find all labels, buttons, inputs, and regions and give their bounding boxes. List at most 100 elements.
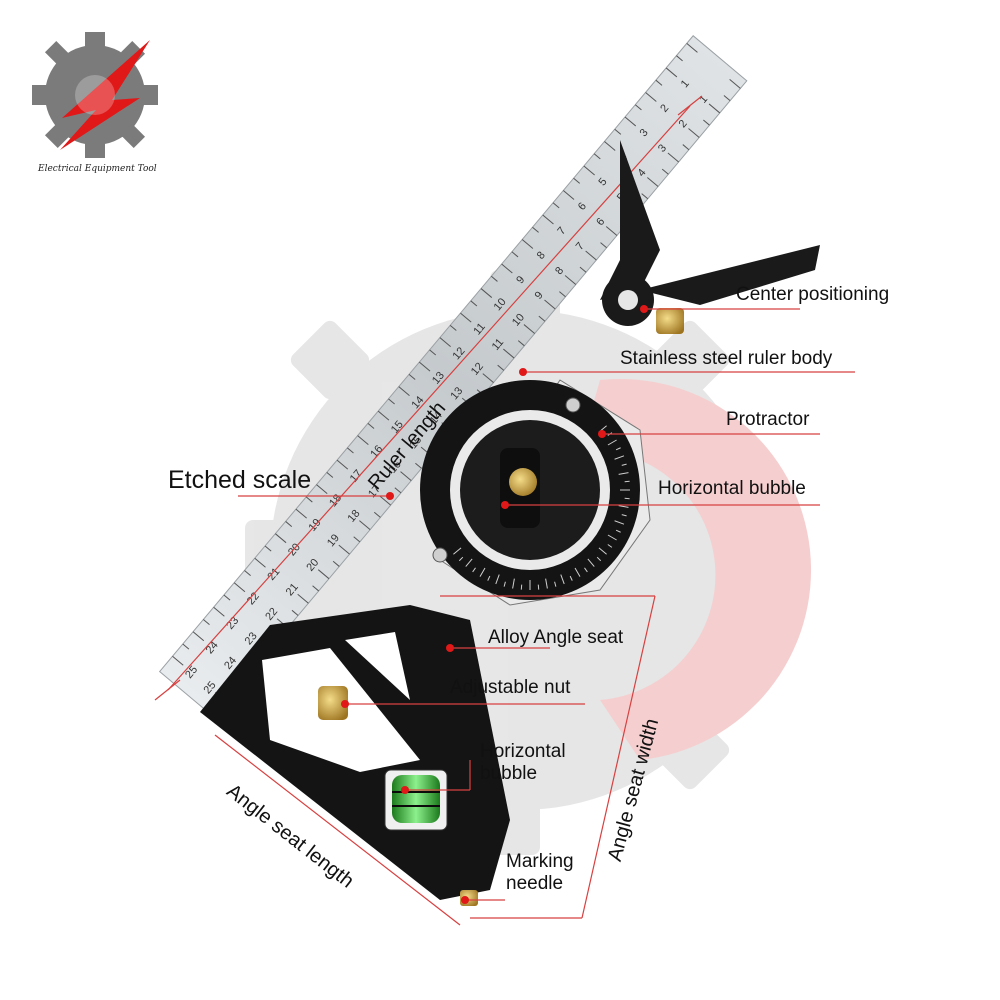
ruler-tick xyxy=(295,508,307,519)
protractor-tick xyxy=(554,581,557,587)
protractor-tick xyxy=(596,556,602,562)
ruler-tick xyxy=(275,533,287,544)
ruler-tick xyxy=(682,144,690,151)
ruler-tick xyxy=(624,116,637,127)
ruler-tick xyxy=(605,226,618,236)
protractor-tick xyxy=(607,534,617,541)
ruler-tick xyxy=(297,593,309,604)
ruler-tick xyxy=(203,619,210,626)
ruler-tick xyxy=(408,373,416,380)
ruler-tick xyxy=(559,291,566,298)
ruler-tick xyxy=(460,312,472,323)
protractor-tick xyxy=(615,447,621,451)
ruler-tick xyxy=(213,606,225,617)
leader-lines xyxy=(238,308,855,901)
ruler-tick xyxy=(645,92,657,102)
protractor-tick xyxy=(618,505,629,508)
ruler-tick xyxy=(579,266,587,273)
ruler-tick xyxy=(336,459,349,470)
protractor-tick xyxy=(614,455,625,460)
protractor-tick xyxy=(618,472,629,475)
ruler-tick xyxy=(641,193,649,200)
label-horizontal-bubble-bottom-1: Horizontal xyxy=(480,741,566,762)
ruler-tick xyxy=(233,582,246,593)
ruler-tick xyxy=(338,544,350,555)
protractor-tick xyxy=(545,578,548,589)
angle-seat-width-line xyxy=(581,595,656,919)
ruler-tick xyxy=(703,119,710,126)
label-etched-scale: Etched scale xyxy=(168,466,312,494)
ruler-tick xyxy=(347,447,354,454)
ruler-tick xyxy=(316,484,328,495)
protractor-tick xyxy=(479,567,486,577)
ruler-tick xyxy=(564,275,577,285)
ruler-tick xyxy=(326,472,334,478)
ruler-tick xyxy=(312,585,320,592)
ruler-tick xyxy=(667,152,679,163)
ruler-length-line xyxy=(167,105,691,691)
ruler-tick xyxy=(521,239,534,249)
protractor-tick xyxy=(607,439,617,446)
ruler-tick xyxy=(285,521,293,527)
protractor-tick xyxy=(621,514,627,517)
ruler-tick xyxy=(661,168,669,175)
ruler-tick xyxy=(573,177,581,184)
ruler-tick xyxy=(394,487,402,494)
ruler-tick xyxy=(542,214,554,225)
protractor-tick xyxy=(458,556,464,562)
protractor-tick xyxy=(584,567,588,573)
ruler-tick xyxy=(400,471,412,482)
ruler-tick xyxy=(676,55,683,62)
ruler-tick xyxy=(523,324,535,334)
protractor-tick xyxy=(512,578,515,589)
ruler-tick xyxy=(688,128,700,138)
ruler-tick xyxy=(429,349,437,356)
ruler-tick xyxy=(172,655,184,666)
protractor-tick xyxy=(465,558,473,567)
protractor-tick xyxy=(614,520,625,525)
protractor-tick xyxy=(621,463,627,466)
ruler-tick xyxy=(708,103,721,114)
ruler-tick xyxy=(388,398,395,405)
label-alloy-angle-seat: Alloy Angle seat xyxy=(488,627,624,648)
ruler-tick xyxy=(379,495,391,506)
protractor-tick xyxy=(453,547,462,555)
ruler-tick xyxy=(600,242,607,249)
ruler-tick xyxy=(497,364,505,371)
ruler-tick xyxy=(634,104,642,111)
ruler-tick xyxy=(552,202,560,209)
ruler-tick xyxy=(686,43,698,53)
ruler-tick xyxy=(511,251,519,258)
ruler-tick xyxy=(585,250,597,261)
brand-name: Electrical Equipment Tool xyxy=(38,164,157,174)
ruler-tick xyxy=(647,177,659,187)
protractor-tick xyxy=(569,575,573,581)
ruler-tick xyxy=(353,536,361,543)
ruler-tick xyxy=(729,79,741,89)
ruler-tick xyxy=(377,410,390,421)
ruler-tick xyxy=(373,511,381,518)
ruler-tick xyxy=(532,226,539,233)
label-horizontal-bubble-top: Horizontal bubble xyxy=(658,478,806,499)
ruler-tick xyxy=(723,95,731,102)
ruler-tick xyxy=(419,361,431,372)
ruler-tick xyxy=(583,165,595,176)
brand-logo-icon xyxy=(32,32,158,158)
label-adjustable-nut: Adjustable nut xyxy=(450,677,571,698)
protractor-tick xyxy=(615,529,621,533)
ruler-tick xyxy=(359,520,371,531)
label-protractor: Protractor xyxy=(726,409,810,430)
angle-seat-length-line xyxy=(214,734,461,926)
ruler-tick xyxy=(332,560,340,567)
ruler-tick xyxy=(503,348,515,359)
ruler-tick xyxy=(470,300,478,307)
ruler-tick xyxy=(254,557,266,568)
ruler-tick xyxy=(562,190,575,200)
ruler-tick xyxy=(538,315,546,322)
ruler-tick xyxy=(264,545,272,552)
ruler-tick xyxy=(482,373,494,383)
callout-dots xyxy=(341,305,648,904)
ruler-tick xyxy=(449,324,457,331)
ruler-tick xyxy=(357,435,369,446)
